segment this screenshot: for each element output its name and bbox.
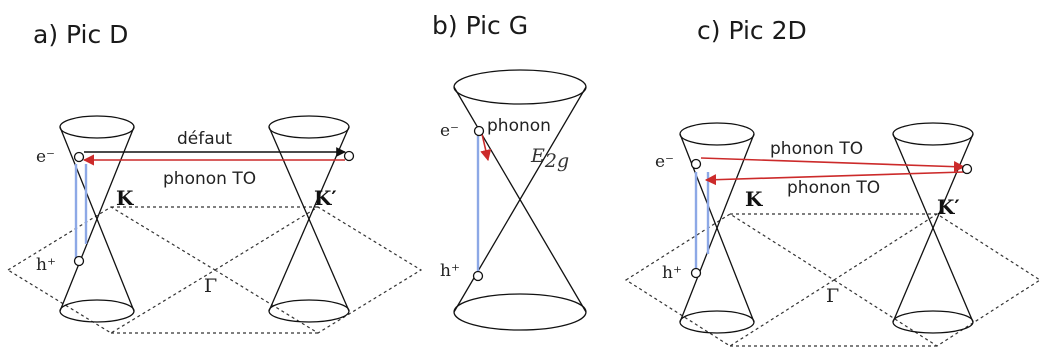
panel-a-cone-k bbox=[60, 116, 134, 322]
panel-b-phonon-arrow bbox=[482, 134, 488, 160]
panel-c-electron-state bbox=[692, 160, 701, 169]
panel-c-hole-label: h⁺ bbox=[662, 263, 682, 283]
panel-b-electron-label: e⁻ bbox=[440, 121, 459, 141]
panel-a-gamma-label: Γ bbox=[204, 275, 217, 297]
panel-a-electron-state bbox=[75, 153, 84, 162]
panel-b: b) Pic G e⁻ h⁺ phonon E2g bbox=[432, 11, 586, 330]
panel-c-cone-k bbox=[680, 123, 754, 333]
panel-c-cone-k-prime bbox=[893, 123, 973, 333]
panel-c-phonon-arrow-1 bbox=[701, 158, 964, 167]
panel-a-brillouin-zone bbox=[8, 207, 421, 333]
panel-a-title: a) Pic D bbox=[33, 20, 128, 49]
panel-c: c) Pic 2D e⁻ h⁺ phonon TO pho bbox=[626, 16, 1040, 346]
panel-b-hole-state bbox=[474, 272, 483, 281]
panel-b-cone bbox=[454, 70, 586, 330]
panel-c-title: c) Pic 2D bbox=[697, 16, 807, 45]
panel-a-k-prime-label: K′ bbox=[314, 186, 337, 210]
panel-b-hole-label: h⁺ bbox=[440, 261, 460, 281]
panel-c-electron-label: e⁻ bbox=[655, 152, 674, 172]
panel-c-scattered-state bbox=[963, 165, 972, 174]
panel-c-phonon-label-1: phonon TO bbox=[770, 139, 863, 159]
panel-b-mode-label: E2g bbox=[530, 145, 569, 172]
panel-a: a) Pic D e⁻ h⁺ défaut phonon bbox=[8, 20, 421, 333]
panel-c-k-label: K bbox=[745, 187, 763, 211]
panel-c-phonon-label-2: phonon TO bbox=[787, 178, 880, 198]
panel-c-hole-state bbox=[692, 269, 701, 278]
panel-b-title: b) Pic G bbox=[432, 11, 528, 40]
panel-a-hole-label: h⁺ bbox=[36, 255, 56, 275]
panel-a-cone-k-prime bbox=[269, 116, 349, 322]
panel-a-hole-state bbox=[75, 257, 84, 266]
panel-b-phonon-label: phonon bbox=[487, 116, 551, 136]
panel-c-gamma-label: Γ bbox=[826, 285, 839, 307]
panel-a-electron-label: e⁻ bbox=[36, 147, 55, 167]
panel-a-defect-label: défaut bbox=[177, 129, 232, 149]
panel-b-electron-state bbox=[475, 127, 484, 136]
panel-a-scattered-state bbox=[345, 152, 354, 161]
panel-c-brillouin-zone bbox=[626, 214, 1040, 346]
panel-a-phonon-label: phonon TO bbox=[163, 169, 256, 189]
panel-a-k-label: K bbox=[116, 186, 134, 210]
panel-c-k-prime-label: K′ bbox=[937, 195, 960, 219]
